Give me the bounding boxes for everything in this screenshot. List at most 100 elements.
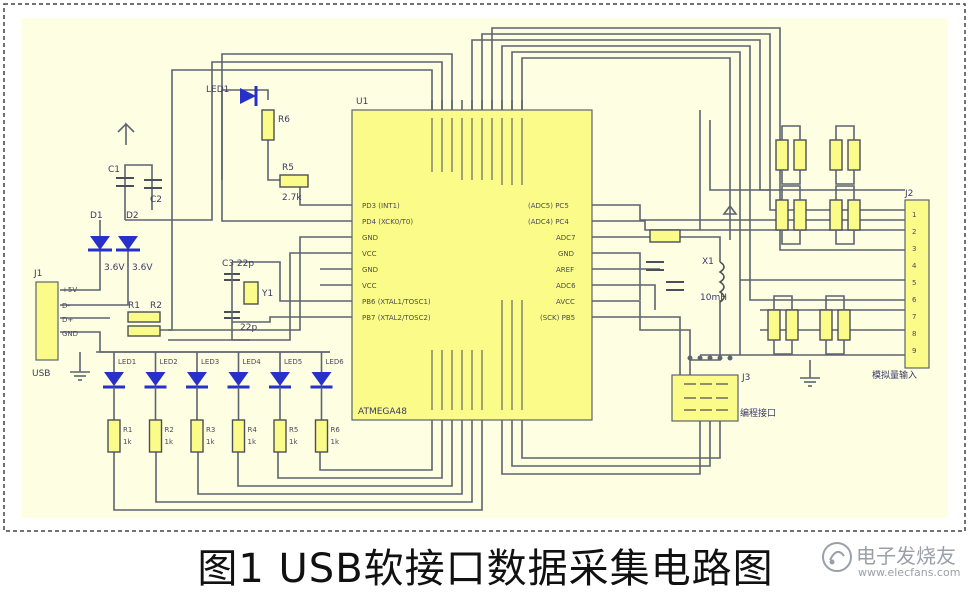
watermark-url: www.elecfans.com [858, 566, 961, 579]
led-diode-icon [228, 372, 249, 386]
adc-resistor [793, 199, 807, 231]
led-resistor [314, 419, 329, 453]
led-resistor [273, 419, 287, 453]
j3-label: J3 [741, 373, 750, 383]
vcc-symbol [117, 122, 135, 145]
zener-d2: D2 3.6V [116, 211, 153, 273]
mcu-right-pin-1: (ADC5) PC5 [528, 202, 569, 210]
mcu-left-pin-8: PB7 (XTAL2/TOSC2) [362, 314, 431, 322]
inductor-x1: X1 10mH [700, 257, 727, 303]
adc-resistor [847, 139, 861, 171]
usb-pin-1: +5V [62, 286, 77, 294]
adc-resistor [829, 199, 843, 231]
j2-pin-number: 1 [912, 211, 916, 219]
led-resistor-label: R2 [165, 426, 174, 434]
adc-resistor-network [767, 125, 861, 355]
ground-symbol-left [70, 371, 90, 381]
mcu-right-pin-2: (ADC4) PC4 [528, 218, 569, 226]
dashed-border [3, 3, 966, 532]
led-resistor [231, 419, 246, 453]
r1-label: R1 [128, 301, 140, 311]
mcu-part: ATMEGA48 [358, 407, 407, 417]
mcu-left-pin-2: PD4 (XCK0/T0) [362, 218, 413, 226]
mcu-right-pin-5: AREF [556, 266, 574, 274]
c2-label: C2 [150, 195, 162, 205]
led-resistor-label: R3 [206, 426, 215, 434]
led-channel-label: LED5 [284, 358, 302, 366]
c3-label: C3 22p [222, 259, 254, 269]
led-resistor-value: 1k [289, 438, 298, 446]
x1-label: X1 [702, 257, 714, 267]
elecfans-logo-icon [822, 542, 852, 572]
led1-label: LED1 [206, 85, 229, 95]
d1-label: D1 [90, 211, 103, 221]
mcu-right-pin-7: AVCC [556, 298, 575, 306]
r5-value: 2.7k [282, 193, 302, 203]
adc-resistor [847, 199, 861, 231]
resistor-r5 [279, 174, 309, 188]
mcu-right-pin-8: (SCK) PB5 [540, 314, 575, 322]
r5-label: R5 [282, 163, 294, 173]
led-resistor-label: R6 [331, 426, 341, 434]
adc-resistor [775, 139, 789, 171]
r2-label: R2 [150, 301, 162, 311]
adc-inputs-label: 模拟量输入 [872, 369, 917, 381]
resistor-r1 [127, 311, 161, 323]
usb-pin-4: GND [62, 330, 78, 338]
mcu-right-pin-6: ADC6 [556, 282, 576, 290]
j2-pin-number: 3 [912, 245, 916, 253]
capacitor-c1: C1 [108, 165, 134, 187]
y1-label: Y1 [261, 289, 273, 299]
top-bus-wires [125, 27, 905, 355]
prog-label: 编程接口 [740, 407, 776, 419]
resistor-r2 [127, 325, 161, 337]
mcu-left-pin-5: GND [362, 266, 378, 274]
d2-value: 3.6V [132, 263, 153, 273]
j2-pin-number: 8 [912, 330, 916, 338]
adc-resistor [793, 139, 807, 171]
led-resistor [107, 419, 121, 453]
usb-pin-3: D+ [62, 316, 73, 324]
mcu-right-pin-4: GND [558, 250, 574, 258]
mcu-u1: U1 ATMEGA48 PD3 (INT1) PD4 (XCK0/T0) GND [320, 97, 625, 421]
mcu-left-pin-1: PD3 (INT1) [362, 202, 400, 210]
l1-value: 10mH [700, 293, 727, 303]
led-channel-label: LED6 [326, 358, 345, 366]
ground-symbol-right [800, 377, 820, 387]
adc-resistor [819, 309, 833, 341]
led-diode-icon [311, 372, 332, 386]
j2-pin-number: 4 [912, 262, 917, 270]
usb-label: USB [32, 369, 50, 379]
crystal-y1: Y1 [243, 281, 273, 305]
mcu-ref: U1 [356, 97, 368, 107]
led-resistor [190, 419, 204, 453]
zener-d1: D1 3.6V [88, 211, 125, 273]
mcu-left-pin-4: VCC [362, 250, 377, 258]
mcu-left-pin-3: GND [362, 234, 378, 242]
j2-pin-number: 7 [912, 313, 916, 321]
adc-resistor [829, 139, 843, 171]
j2-pin-number: 2 [912, 228, 916, 236]
capacitor-adc [646, 261, 684, 291]
d1-value: 3.6V [104, 263, 125, 273]
led-channel-label: LED2 [160, 358, 178, 366]
c4-value: 22p [240, 323, 257, 333]
resistor-r6 [261, 109, 275, 141]
c1-label: C1 [108, 165, 120, 175]
led-resistor-value: 1k [206, 438, 215, 446]
led-bank: LED1R11kLED2R21kLED3R31kLED4R41kLED5R51k… [96, 351, 345, 453]
adc-resistor [767, 309, 781, 341]
watermark-title: 电子发烧友 [856, 544, 956, 568]
mcu-left-pin-6: VCC [362, 282, 377, 290]
j2-pin-number: 9 [912, 347, 916, 355]
led-channel-label: LED1 [118, 358, 136, 366]
led-diode-icon [270, 372, 290, 386]
watermark: 电子发烧友 www.elecfans.com [818, 538, 968, 588]
